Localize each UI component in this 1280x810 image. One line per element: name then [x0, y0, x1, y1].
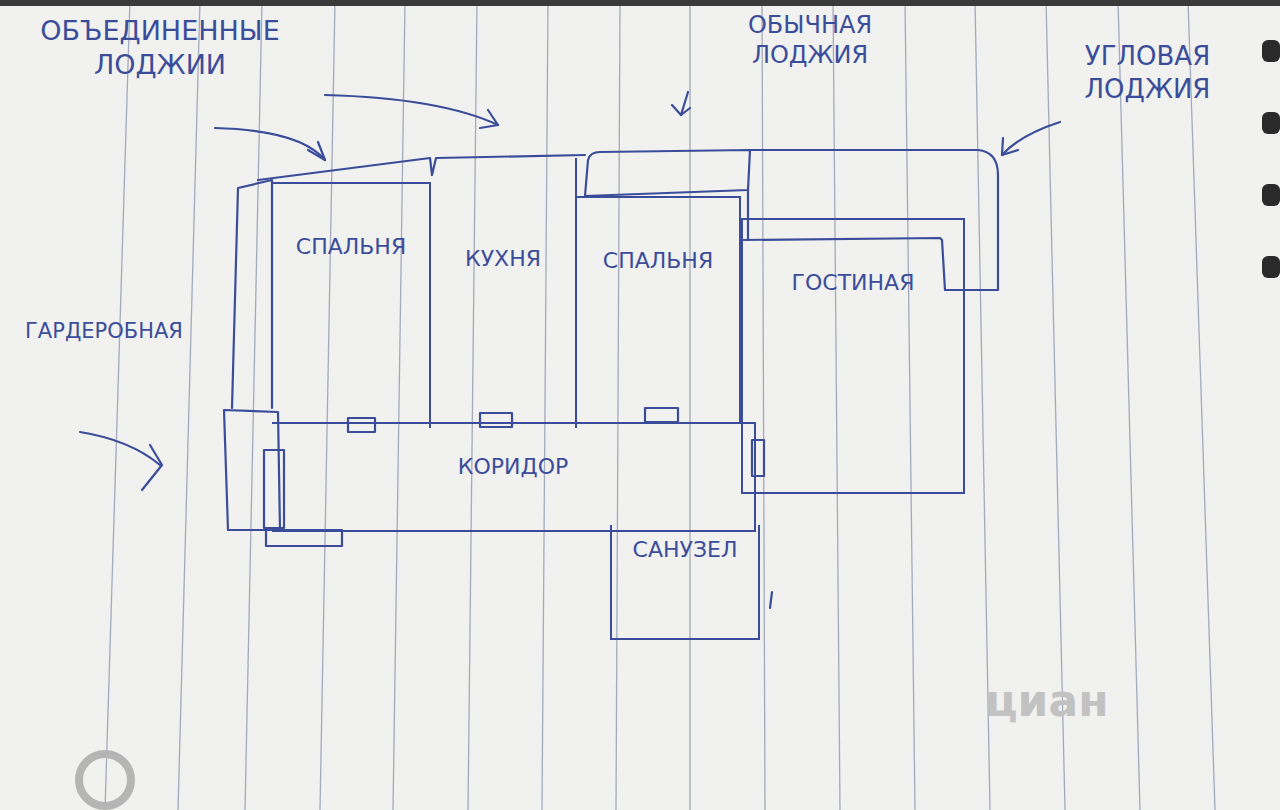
door-mark — [752, 440, 764, 476]
room-label: ГОСТИНАЯ — [743, 270, 963, 295]
room-label: СПАЛЬНЯ — [273, 234, 429, 259]
leader-arrows — [80, 92, 1060, 490]
door-mark — [348, 418, 375, 432]
room-label: СПАЛЬНЯ — [577, 248, 739, 273]
leader-arrow — [215, 128, 325, 160]
arrow-head — [308, 142, 325, 160]
door-mark — [645, 408, 678, 422]
door-mark — [480, 413, 512, 427]
loggia-outline — [258, 155, 585, 180]
door-mark — [264, 450, 284, 528]
callout-label: ОБЪЕДИНЕННЫЕ ЛОДЖИИ — [10, 14, 310, 82]
loggia-outline — [585, 150, 750, 196]
leader-arrow — [325, 95, 498, 125]
door-mark — [266, 530, 342, 546]
binder-holes — [1262, 40, 1280, 278]
arrow-head — [142, 445, 162, 490]
paper-edge — [0, 0, 1280, 6]
loggia-outline — [740, 150, 998, 290]
arrow-head — [480, 110, 498, 128]
room-box: СПАЛЬНЯ — [577, 196, 741, 424]
recycle-mark — [79, 754, 131, 806]
leader-arrow — [1002, 122, 1060, 155]
callout-label: ОБЫЧНАЯ ЛОДЖИЯ — [700, 10, 920, 70]
ruled-lines — [105, 0, 1215, 810]
callout-label: УГЛОВАЯ ЛОДЖИЯ — [1040, 40, 1255, 105]
room-label: КОРИДОР — [272, 454, 754, 479]
room-box: ГОСТИНАЯ — [741, 218, 965, 494]
room-box: КУХНЯ — [431, 158, 577, 428]
room-label: САНУЗЕЛ — [612, 537, 758, 562]
arrow-head — [672, 105, 690, 115]
loggia-outline — [747, 190, 749, 240]
door-mark — [770, 592, 772, 608]
watermark: циан — [985, 675, 1145, 726]
arrow-head — [1002, 138, 1018, 155]
room-box: САНУЗЕЛ — [610, 525, 760, 640]
room-label: КУХНЯ — [431, 246, 575, 271]
room-box: КОРИДОР — [272, 422, 756, 532]
loggia-outline — [232, 180, 272, 408]
callout-label: ГАРДЕРОБНАЯ — [4, 318, 204, 344]
leader-arrow — [80, 432, 160, 465]
room-box: СПАЛЬНЯ — [273, 182, 431, 428]
